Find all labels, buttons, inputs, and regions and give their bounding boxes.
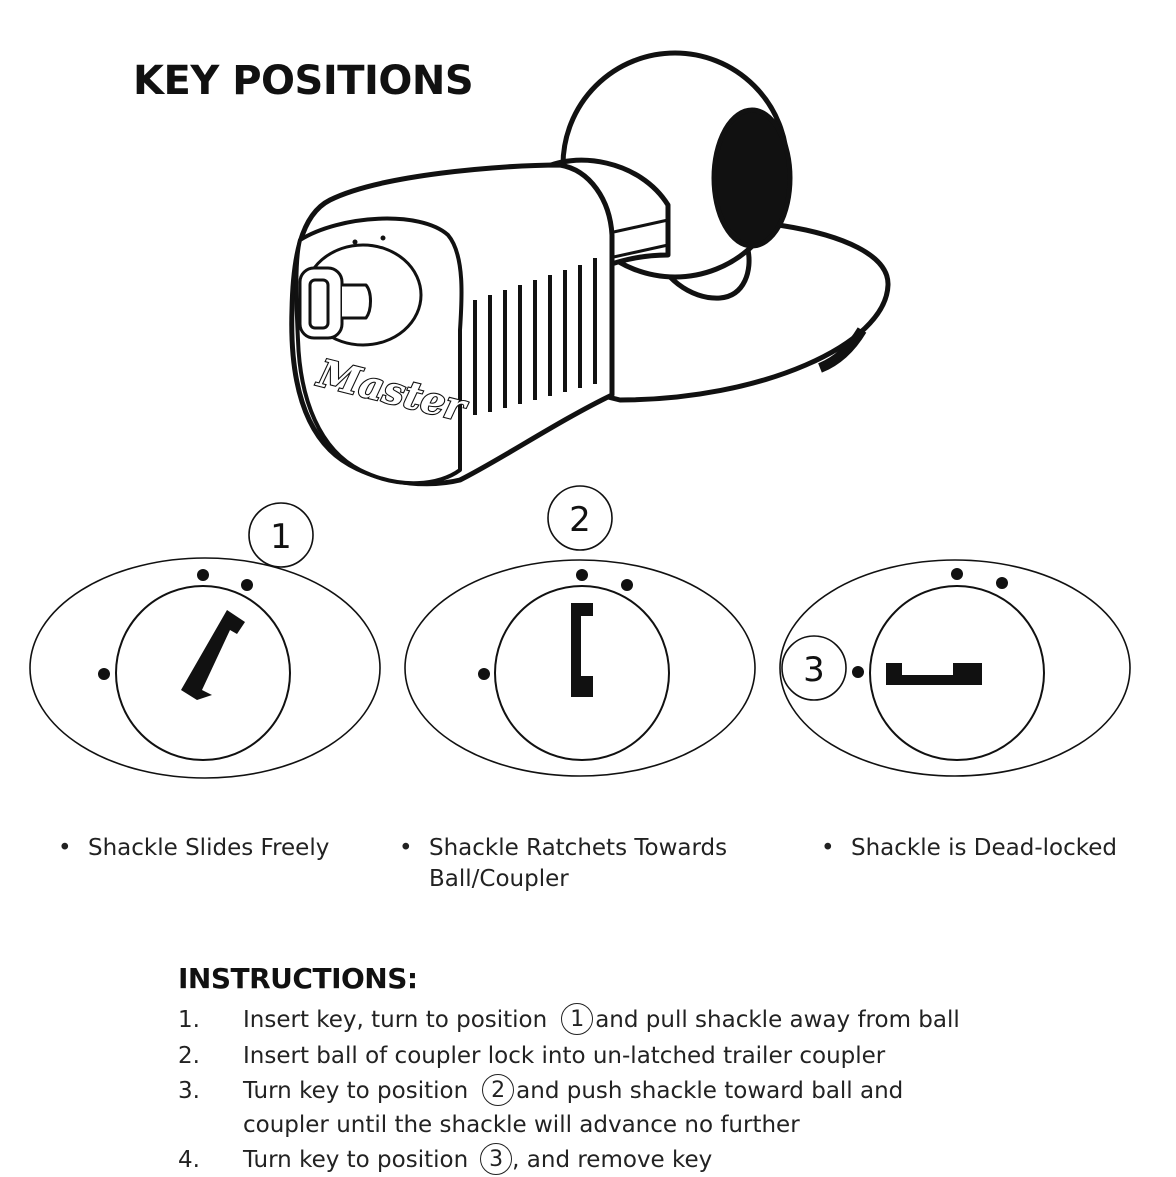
position-number-3: 3: [803, 650, 825, 690]
keyway-slot-2: [571, 603, 593, 697]
bullet: •: [399, 835, 413, 861]
position-ref-circle: 3: [480, 1142, 513, 1175]
position-ref-circle: 1: [561, 1002, 594, 1035]
caption-position-1: • Shackle Slides Freely: [58, 833, 329, 864]
page-title: KEY POSITIONS: [133, 58, 474, 104]
caption-position-2: • Shackle Ratchets Towards Ball/Coupler: [399, 835, 728, 892]
key: [298, 266, 372, 340]
key-position-3: 3: [779, 559, 1131, 777]
position-number-2: 2: [569, 500, 591, 540]
key-position-2: 2: [404, 485, 756, 777]
instructions-heading: INSTRUCTIONS:: [178, 962, 418, 995]
keyway-slot-3: [886, 663, 982, 685]
position-ref-circle: 2: [482, 1073, 515, 1106]
keyway-slot-1: [181, 610, 245, 700]
coupler-lock-illustration: [289, 50, 891, 487]
key-position-1: 1: [29, 502, 381, 779]
position-number-1: 1: [270, 517, 292, 557]
ball-hole: [711, 107, 793, 249]
bullet: •: [58, 835, 72, 861]
bullet: •: [821, 835, 835, 861]
caption-position-3: • Shackle is Dead-locked: [821, 833, 1117, 864]
vent-slits: [473, 258, 597, 415]
